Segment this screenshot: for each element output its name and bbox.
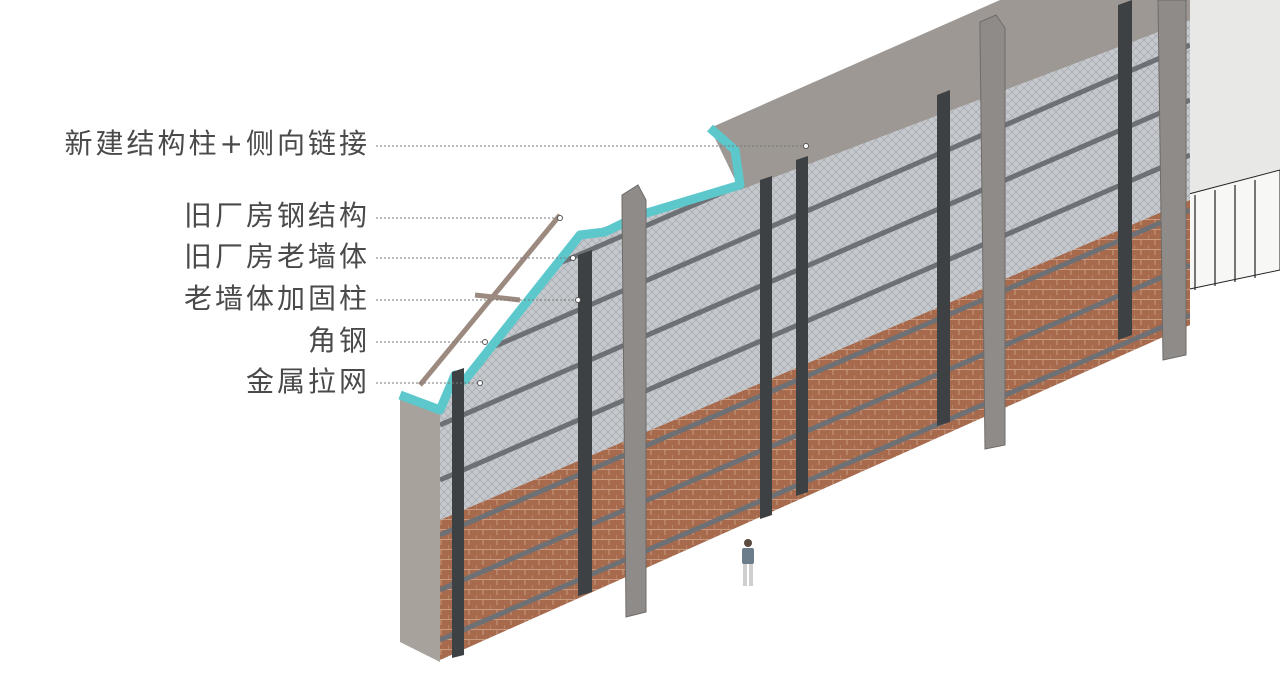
label-new-structural-column: 新建结构柱+侧向链接 — [64, 127, 370, 160]
label-metal-mesh: 金属拉网 — [245, 365, 370, 398]
label-old-steel-structure: 旧厂房钢结构 — [183, 199, 370, 232]
leader-dots — [477, 143, 809, 386]
label-reinforcement-column: 老墙体加固柱 — [183, 282, 370, 315]
leader-lines — [376, 145, 806, 384]
new-structural-columns — [621, 0, 1187, 618]
new-lateral-connection — [398, 124, 745, 415]
label-old-wall: 旧厂房老墙体 — [183, 240, 370, 273]
wall-end-face — [400, 395, 440, 662]
glass-bay — [1184, 0, 1280, 291]
reinforcement-columns — [452, 0, 1132, 658]
person-figure — [742, 539, 754, 586]
label-angle-steel: 角钢 — [307, 324, 370, 357]
